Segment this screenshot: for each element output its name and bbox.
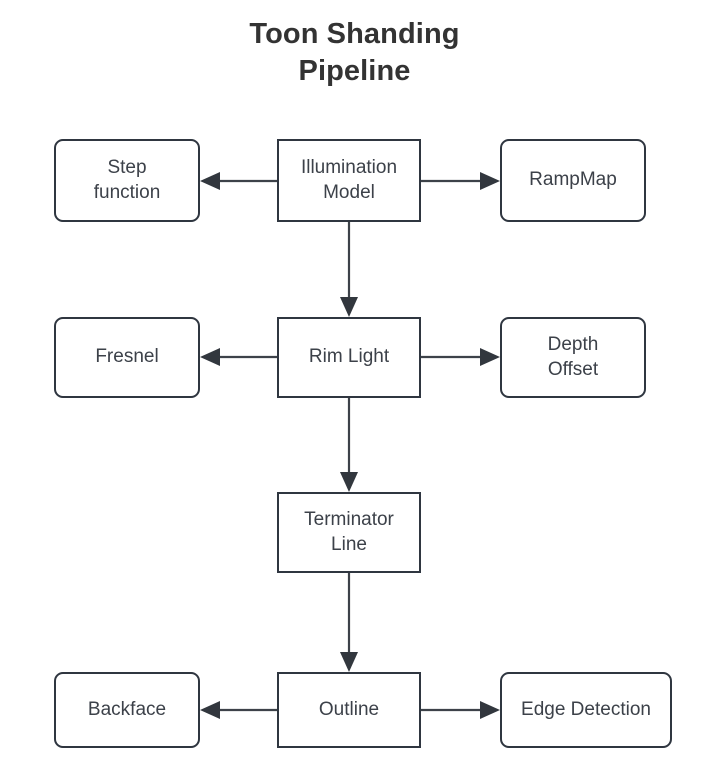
node-label-terminator-line: Terminator Line bbox=[304, 509, 394, 555]
node-rampmap[interactable]: RampMap bbox=[500, 139, 646, 222]
node-label-backface: Backface bbox=[87, 698, 167, 720]
node-outline[interactable]: Outline bbox=[277, 672, 421, 748]
node-depth-offset[interactable]: Depth Offset bbox=[500, 317, 646, 398]
node-illumination-model[interactable]: Illumination Model bbox=[277, 139, 421, 222]
node-fresnel[interactable]: Fresnel bbox=[54, 317, 200, 398]
edge-rim-light-to-fresnel bbox=[200, 348, 277, 366]
node-label-depth-offset: Depth Offset bbox=[547, 334, 599, 380]
node-label-illumination-model: Illumination Model bbox=[300, 157, 398, 203]
edge-illumination-model-to-rampmap bbox=[421, 172, 500, 190]
edge-outline-to-edge-detection bbox=[421, 701, 500, 719]
edge-rim-light-to-depth-offset bbox=[421, 348, 500, 366]
node-label-fresnel: Fresnel bbox=[95, 346, 159, 368]
node-label-edge-detection: Edge Detection bbox=[521, 698, 651, 720]
node-rim-light[interactable]: Rim Light bbox=[277, 317, 421, 398]
page-title: Toon Shanding Pipeline bbox=[249, 18, 460, 88]
node-label-rim-light: Rim Light bbox=[308, 346, 390, 368]
node-edge-detection[interactable]: Edge Detection bbox=[500, 672, 672, 748]
edge-outline-to-backface bbox=[200, 701, 277, 719]
node-terminator-line[interactable]: Terminator Line bbox=[277, 492, 421, 573]
edge-rim-light-to-terminator-line bbox=[340, 398, 358, 492]
node-label-step-function: Step function bbox=[93, 157, 161, 203]
edge-terminator-line-to-outline bbox=[340, 573, 358, 672]
edge-illumination-model-to-rim-light bbox=[340, 222, 358, 317]
node-label-outline: Outline bbox=[318, 698, 380, 720]
node-backface[interactable]: Backface bbox=[54, 672, 200, 748]
node-step-function[interactable]: Step function bbox=[54, 139, 200, 222]
node-label-rampmap: RampMap bbox=[529, 169, 617, 191]
edge-illumination-model-to-step-function bbox=[200, 172, 277, 190]
